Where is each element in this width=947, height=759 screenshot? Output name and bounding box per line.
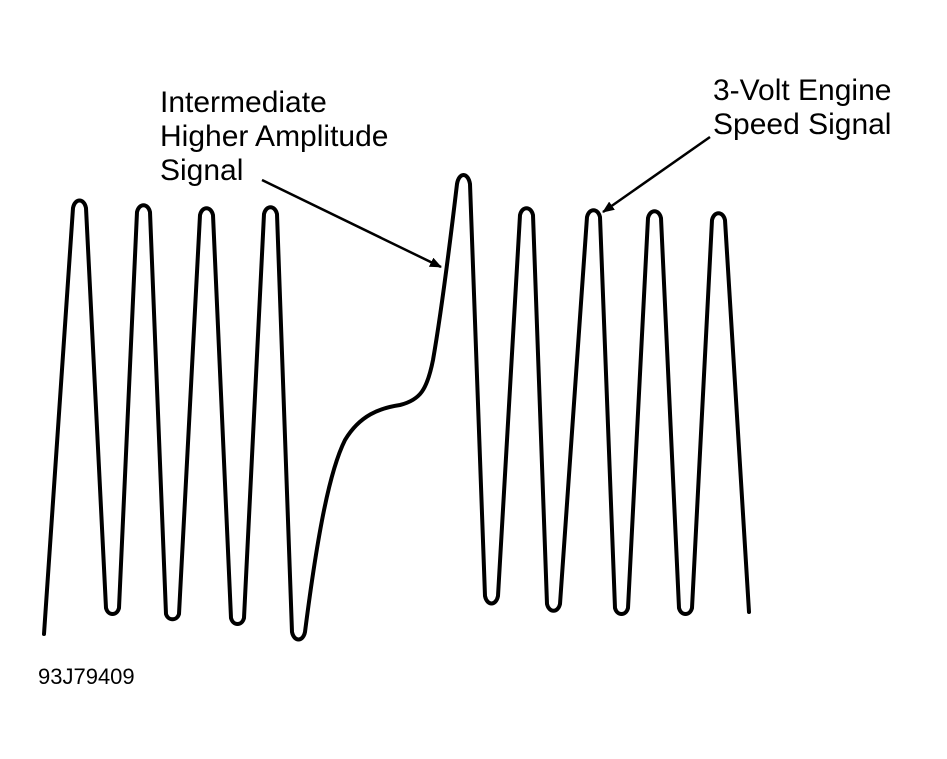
signal-waveform xyxy=(42,173,751,642)
engine-speed-signal-label: 3-Volt Engine Speed Signal xyxy=(713,74,900,141)
engine-speed-signal-arrow xyxy=(602,135,711,214)
intermediate-signal-label: Intermediate Higher Amplitude Signal xyxy=(160,86,397,187)
figure-id: 93J79409 xyxy=(38,664,135,689)
intermediate-signal-arrow xyxy=(261,178,442,269)
